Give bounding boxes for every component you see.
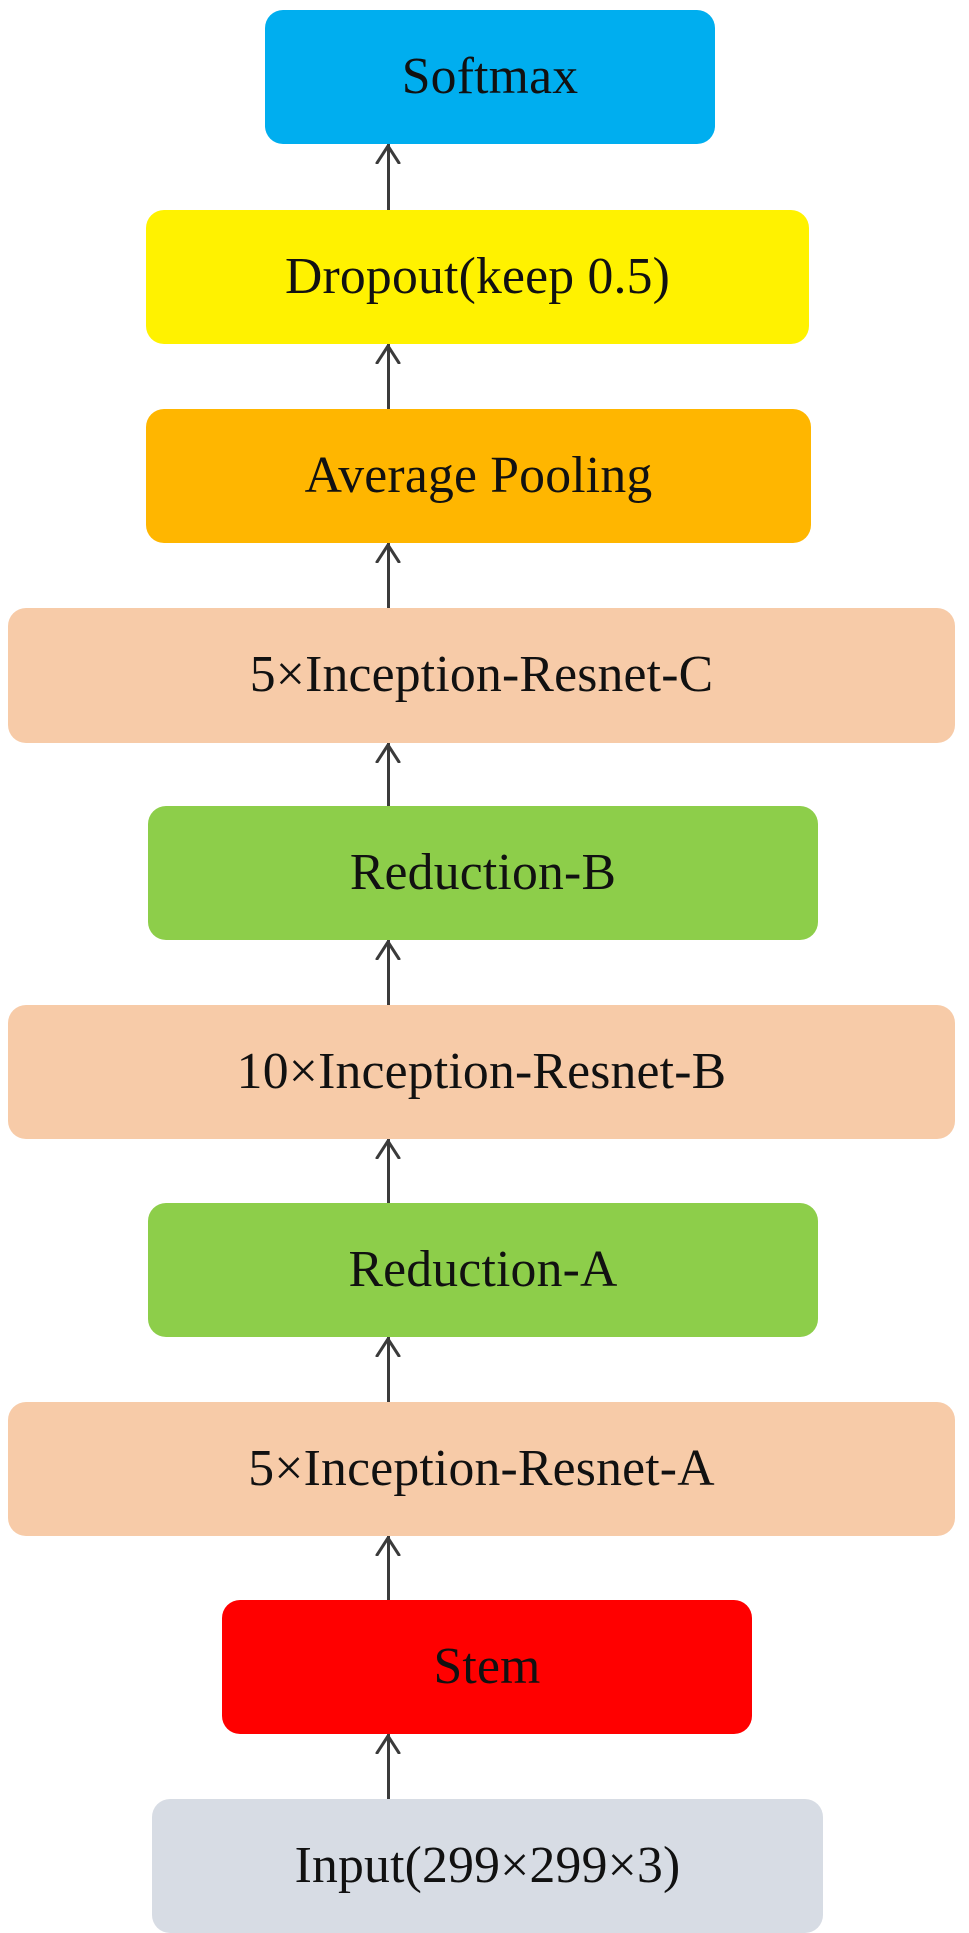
arrow-head-up-icon <box>375 1337 401 1358</box>
arrow-head-up-icon <box>375 543 401 564</box>
arrow-shaft <box>386 144 390 211</box>
node-label-inception-resnet-a: 5×Inception-Resnet-A <box>248 1440 715 1498</box>
node-input: Input(299×299×3) <box>152 1798 823 1933</box>
arrow-shaft <box>386 1139 390 1203</box>
node-label-dropout: Dropout(keep 0.5) <box>284 248 671 306</box>
arrow-shaft <box>386 344 390 410</box>
node-label-stem: Stem <box>433 1638 541 1696</box>
arrow-head-up-icon <box>375 940 401 961</box>
node-label-softmax: Softmax <box>401 48 579 106</box>
arrow-shaft <box>386 742 390 806</box>
node-label-inception-resnet-b: 10×Inception-Resnet-B <box>236 1043 727 1101</box>
arrow-head-up-icon <box>375 344 401 365</box>
arrow-shaft <box>386 1337 390 1402</box>
node-inception-resnet-a: 5×Inception-Resnet-A <box>8 1401 955 1537</box>
node-average-pooling: Average Pooling <box>146 409 811 544</box>
node-reduction-b: Reduction-B <box>148 806 818 941</box>
arrow-head-up-icon <box>375 1734 401 1755</box>
node-label-average-pooling: Average Pooling <box>304 447 653 505</box>
node-dropout: Dropout(keep 0.5) <box>146 210 809 345</box>
arrow-shaft <box>386 940 390 1006</box>
node-softmax: Softmax <box>265 9 715 145</box>
node-inception-resnet-c: 5×Inception-Resnet-C <box>8 608 955 743</box>
node-reduction-a: Reduction-A <box>148 1202 818 1338</box>
arrow-shaft <box>386 1734 390 1799</box>
arrow-head-up-icon <box>375 1139 401 1160</box>
arrow-head-up-icon <box>375 743 401 763</box>
node-inception-resnet-b: 10×Inception-Resnet-B <box>8 1005 955 1140</box>
arrow-head-up-icon <box>375 1536 401 1557</box>
node-label-reduction-a: Reduction-A <box>348 1241 618 1299</box>
arrow-shaft <box>386 543 390 609</box>
node-label-inception-resnet-c: 5×Inception-Resnet-C <box>249 646 714 704</box>
arrow-head-up-icon <box>375 144 401 165</box>
node-label-input: Input(299×299×3) <box>294 1837 681 1895</box>
node-stem: Stem <box>222 1599 752 1735</box>
arrow-shaft <box>386 1536 390 1600</box>
node-label-reduction-b: Reduction-B <box>349 844 617 902</box>
